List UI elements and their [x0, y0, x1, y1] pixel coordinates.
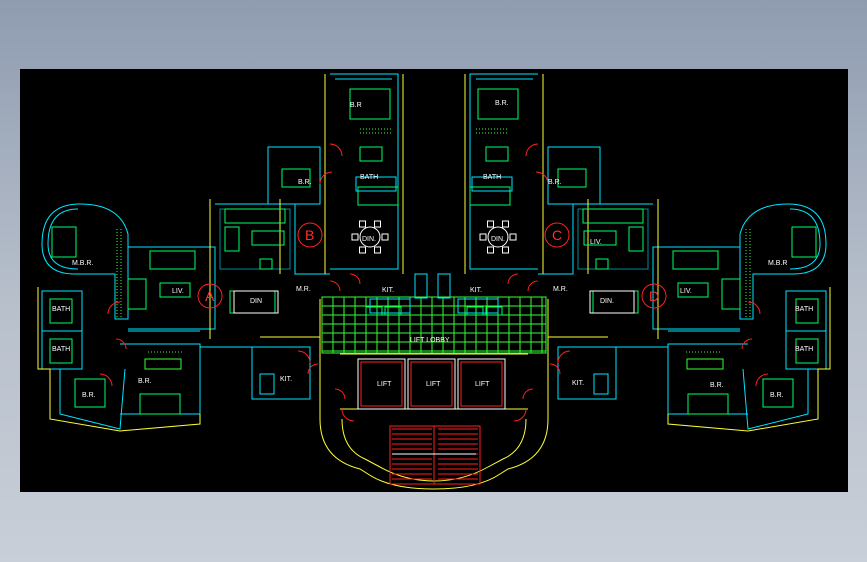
room-label-kit-a: KIT.	[280, 376, 292, 383]
dining-chair	[374, 220, 381, 228]
room-label-kit-b: KIT.	[382, 287, 394, 294]
left-wing-walls	[41, 73, 399, 430]
staircase	[389, 425, 481, 485]
room-label-liv-a: LIV.	[172, 288, 184, 295]
room-label-din-a: DIN	[250, 298, 262, 305]
room-label-din-b: DIN.	[362, 236, 376, 243]
structural-outline	[37, 74, 831, 490]
room-label-din-d: DIN.	[600, 298, 614, 305]
door-swings	[99, 143, 769, 422]
dining-chair	[359, 246, 366, 254]
wardrobe-hatching	[116, 128, 751, 353]
dining-sets	[233, 226, 635, 314]
unit-label-b: B	[305, 227, 314, 243]
room-label-bath-left-2: BATH	[52, 346, 70, 353]
right-furniture	[466, 88, 819, 415]
lift-shafts	[357, 358, 506, 410]
cad-viewport[interactable]: A B C D B.R B.R. B.R. B.R. BATH BATH DIN…	[20, 69, 848, 492]
room-label-kit-d: KIT.	[572, 380, 584, 387]
room-label-bath-left-1: BATH	[52, 306, 70, 313]
room-label-br-left-bottom: B.R.	[82, 392, 96, 399]
dining-chair	[502, 246, 509, 254]
room-label-br-right-mid: B.R.	[710, 382, 724, 389]
dining-chair	[479, 233, 487, 241]
room-label-liv-d: LIV.	[680, 288, 692, 295]
room-label-liv-c: LIV.	[590, 239, 602, 246]
right-wing-walls	[469, 73, 827, 430]
left-furniture	[49, 88, 402, 415]
room-label-br-b: B.R.	[298, 179, 312, 186]
lift-lobby-grid	[321, 296, 547, 354]
room-label-bath-c: BATH	[483, 174, 501, 181]
room-label-kit-c: KIT.	[470, 287, 482, 294]
kitchen-fixtures	[259, 176, 609, 395]
room-label-din-c: DIN.	[491, 236, 505, 243]
room-label-mr-right: M.R.	[553, 286, 568, 293]
room-label-mr-left: M.R.	[296, 286, 311, 293]
room-label-mbr-left: M.B.R.	[72, 260, 93, 267]
dining-chair	[374, 246, 381, 254]
dining-chair	[502, 220, 509, 228]
dining-chairs	[351, 220, 517, 254]
lift-label-1: LIFT	[377, 381, 392, 388]
dining-chair	[487, 246, 494, 254]
room-label-br-top-left: B.R	[350, 102, 362, 109]
dining-chair	[487, 220, 494, 228]
room-label-br-c: B.R.	[548, 179, 562, 186]
dining-chair	[351, 233, 359, 241]
room-label-bath-right-2: BATH	[795, 346, 813, 353]
dining-chair	[359, 220, 366, 228]
room-label-br-top-right: B.R.	[495, 100, 509, 107]
unit-label-d: D	[649, 288, 659, 304]
dining-chair	[509, 233, 517, 241]
unit-label-a: A	[205, 288, 215, 304]
lift-lobby-label: LIFT LOBBY	[410, 337, 450, 344]
room-label-br-left-mid: B.R.	[138, 378, 152, 385]
unit-marker-circles	[197, 222, 667, 309]
room-label-bath-right-1: BATH	[795, 306, 813, 313]
room-label-br-right-bottom: B.R.	[770, 392, 784, 399]
lift-label-2: LIFT	[426, 381, 441, 388]
floor-plan-drawing: A B C D B.R B.R. B.R. B.R. BATH BATH DIN…	[37, 73, 831, 490]
dining-chair	[381, 233, 389, 241]
unit-label-c: C	[552, 227, 562, 243]
room-label-bath-b: BATH	[360, 174, 378, 181]
room-label-mbr-right: M.B.R	[768, 260, 787, 267]
lift-label-3: LIFT	[475, 381, 490, 388]
